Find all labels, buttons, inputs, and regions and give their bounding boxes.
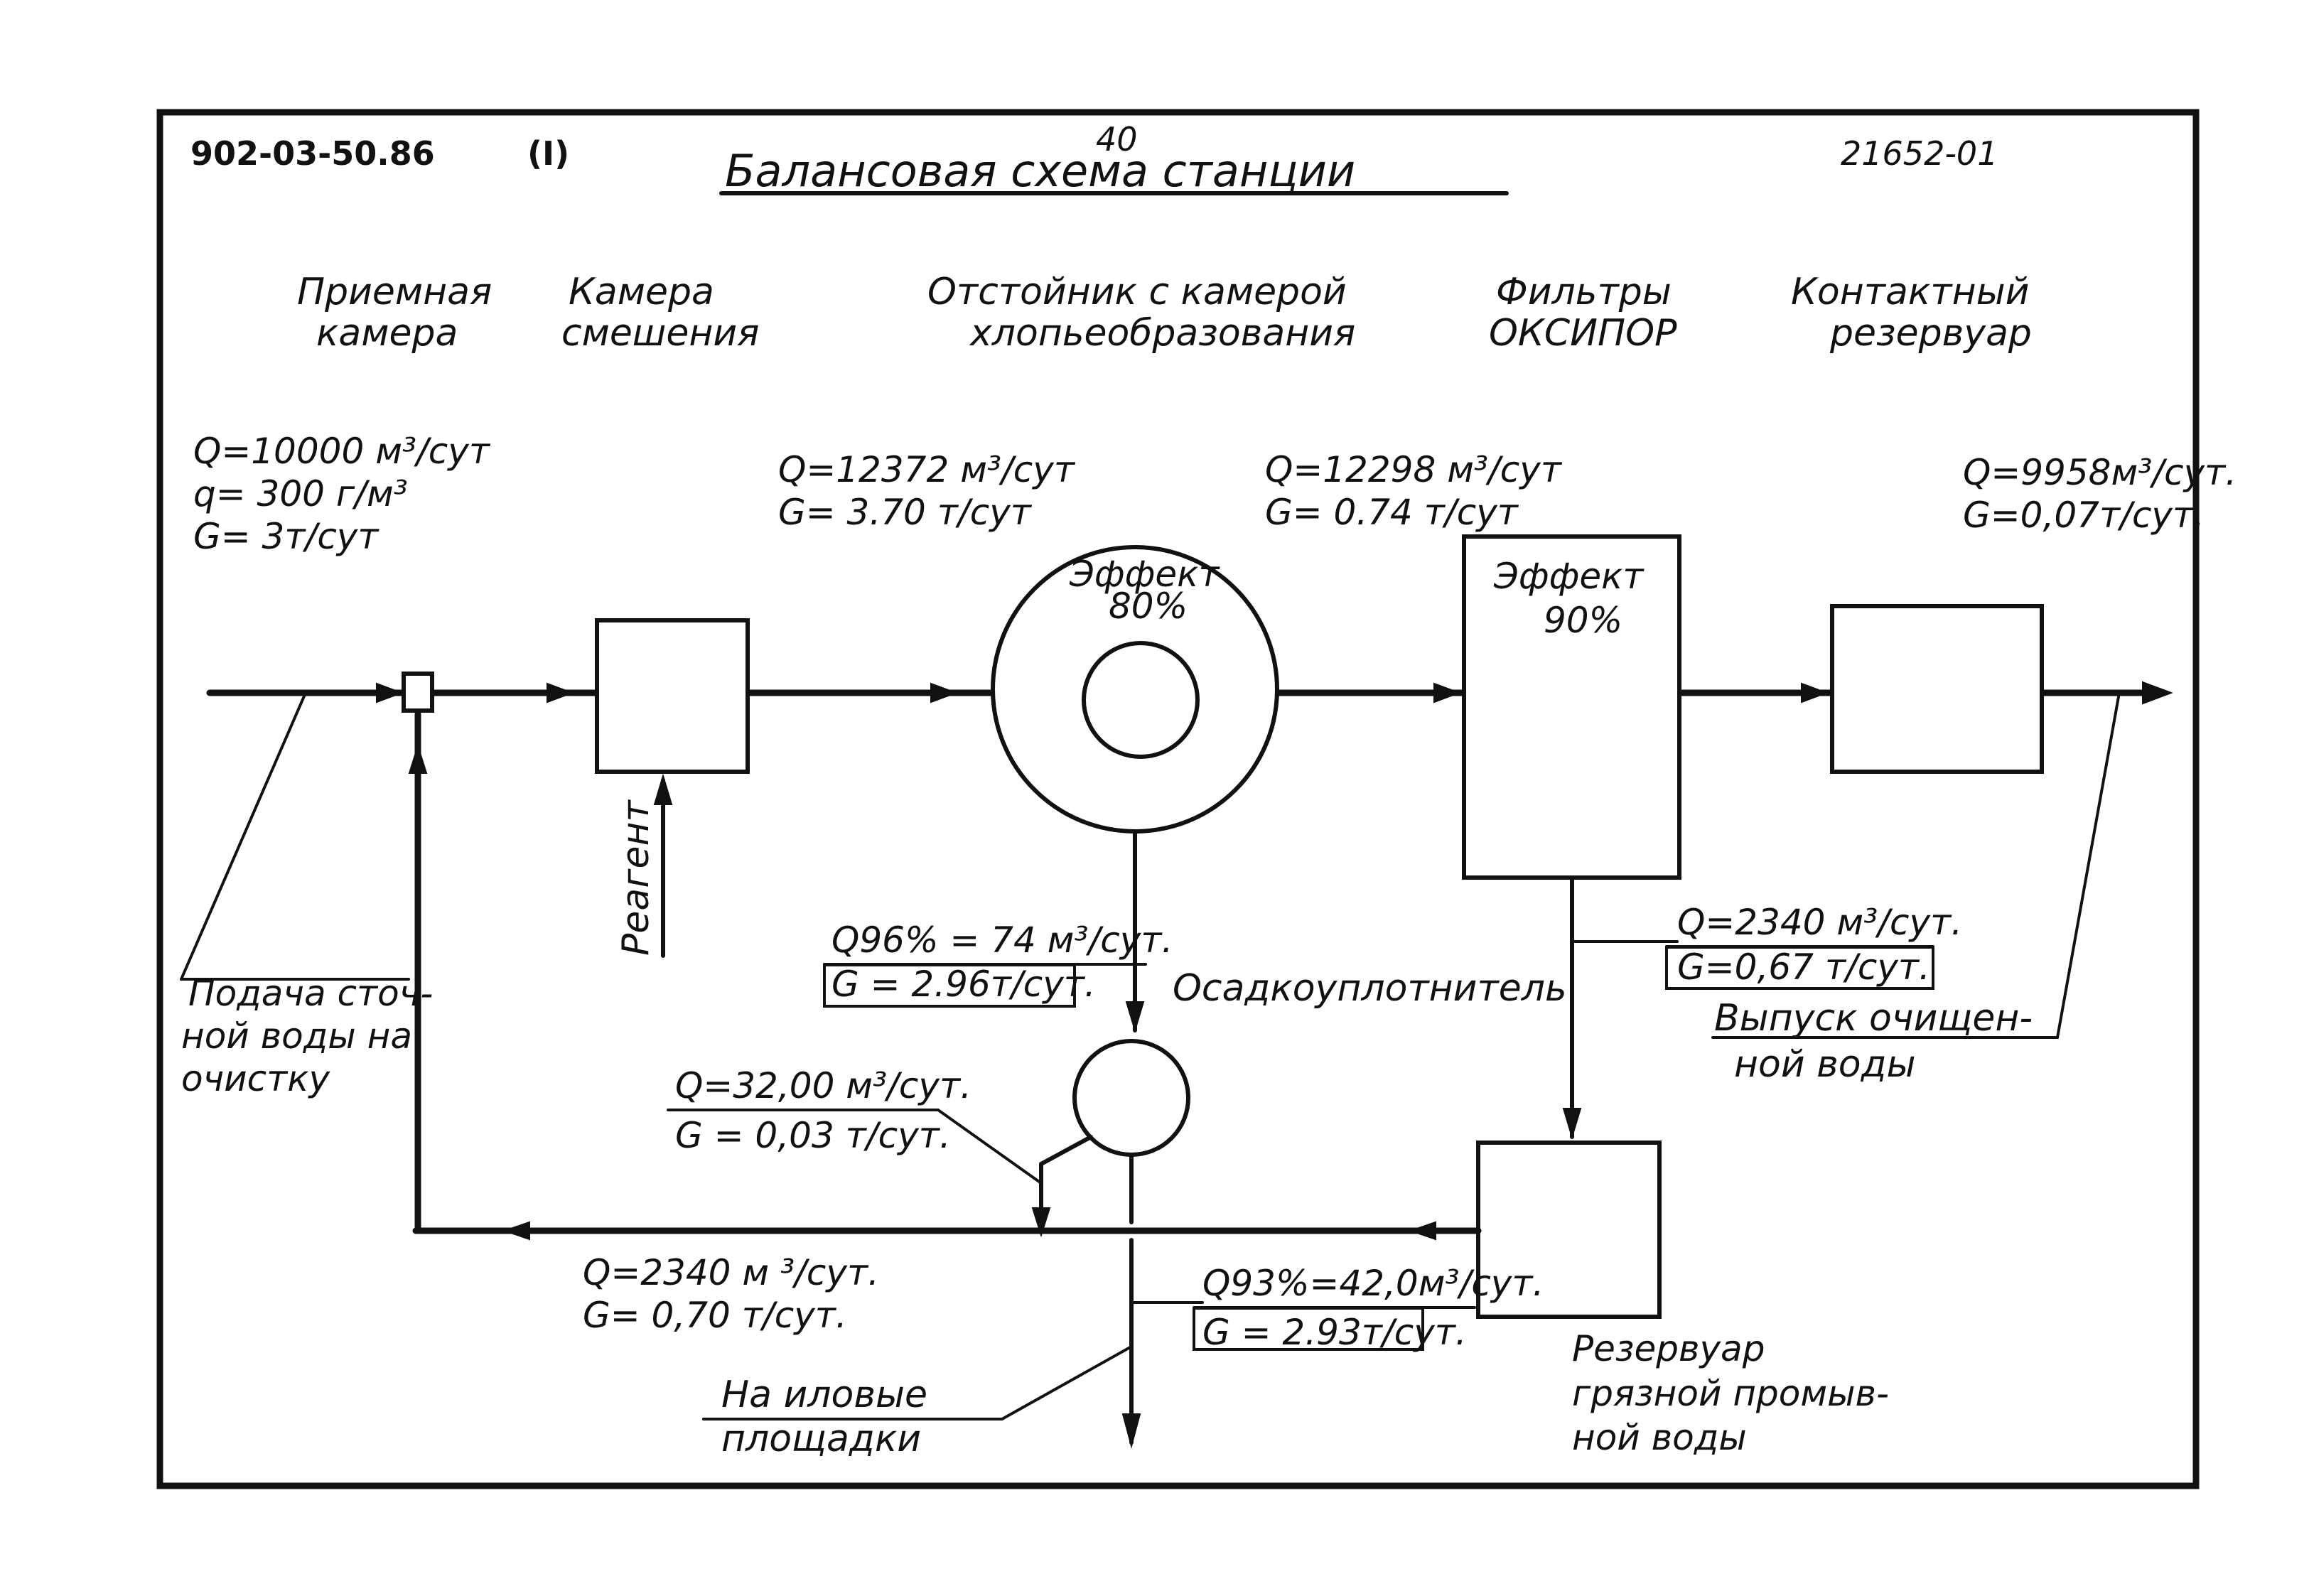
settler-effect-label: Эффект xyxy=(1069,554,1220,595)
filter-wash-g: G=0,67 т/сут. xyxy=(1677,947,1930,988)
unit-intake-line1: Приемная xyxy=(297,271,492,313)
filters-effect-label: Эффект xyxy=(1493,556,1645,597)
tank-sludge-g-box xyxy=(1193,1307,1424,1351)
supply-leader xyxy=(180,691,307,981)
sludge-beds-arrow xyxy=(1121,1413,1141,1449)
inflow-g: G= 3т/сут xyxy=(193,516,380,557)
unit-contact-line1: Контактный xyxy=(1791,271,2029,313)
thickener-return-leader xyxy=(937,1109,1043,1185)
thickener-return-g: G = 0,03 т/сут. xyxy=(675,1115,951,1156)
sludge-beds-line1: На иловые xyxy=(721,1374,927,1416)
thickener-return-q: Q=32,00 м³/сут. xyxy=(675,1065,971,1106)
filter-wash-arrow xyxy=(1562,1108,1582,1140)
outflow-g: G=0,07т/сут. xyxy=(1963,495,2205,536)
drawing-frame xyxy=(156,109,2200,1489)
dirty-tank-line1: Резервуар xyxy=(1572,1328,1765,1369)
thickener-return-arrow xyxy=(1031,1207,1051,1238)
dirty-tank-line2: грязной промыв- xyxy=(1572,1373,1889,1414)
filter-wash-q: Q=2340 м³/сут. xyxy=(1677,902,1962,943)
outflow-q: Q=9958м³/сут. xyxy=(1963,452,2237,493)
supply-line1: Подача сточ- xyxy=(188,973,433,1014)
sheet-mark: (I) xyxy=(527,134,569,173)
arrow-to-filters xyxy=(1433,682,1461,703)
unit-mixer-line2: смешения xyxy=(561,312,759,355)
recycle-riser-arrow xyxy=(408,743,428,774)
intake-chamber xyxy=(402,672,434,713)
doc-code: 902-03-50.86 xyxy=(190,134,435,173)
unit-settler-line1: Отстойник с камерой xyxy=(927,271,1347,313)
recycle-arrow-right xyxy=(1408,1221,1436,1241)
settler-sludge-g: G = 2.96т/сут. xyxy=(831,964,1096,1005)
arrow-to-settler xyxy=(930,682,958,703)
reagent-arrow xyxy=(653,773,673,805)
unit-filters-line2: ОКСИПОР xyxy=(1489,312,1677,355)
settler-inner-circle xyxy=(1082,641,1200,759)
filter-wash-g-box xyxy=(1665,946,1934,990)
sludge-beds-line2: площадки xyxy=(721,1418,921,1460)
sludge-beds-leader xyxy=(1001,1345,1133,1420)
unit-contact-line2: резервуар xyxy=(1829,312,2032,355)
inflow-conc: q= 300 г/м³ xyxy=(193,473,408,514)
unit-settler-line2: хлопьеобразования xyxy=(969,312,1355,355)
reagent-label: Реагент xyxy=(615,799,657,956)
thickener-return-diag xyxy=(1039,1135,1093,1166)
filters-effect-value: 90% xyxy=(1544,600,1622,641)
tank-sludge-g: G = 2.93т/сут. xyxy=(1202,1312,1467,1353)
diagram-title: Балансовая схема станции xyxy=(725,145,1355,197)
doc-number: 21652-01 xyxy=(1841,134,1998,173)
mixer-out-g: G= 3.70 т/сут xyxy=(778,492,1033,533)
inflow-q: Q=10000 м³/сут xyxy=(193,431,491,472)
dirty-tank-line3: ной воды xyxy=(1572,1417,1747,1458)
settler-sludge-g-box xyxy=(823,964,1076,1008)
arrow-outflow xyxy=(2142,681,2173,705)
supply-line2: ной воды на xyxy=(181,1015,412,1057)
discharge-line1: Выпуск очищен- xyxy=(1714,997,2033,1040)
unit-mixer-line1: Камера xyxy=(569,271,714,313)
settler-sludge-q: Q96% = 74 м³/сут. xyxy=(831,920,1173,961)
discharge-line2: ной воды xyxy=(1734,1043,1916,1086)
discharge-leader xyxy=(2056,691,2121,1039)
recycle-g: G= 0,70 т/сут. xyxy=(583,1295,847,1336)
settler-effect-value: 80% xyxy=(1109,586,1188,627)
mixer-out-q: Q=12372 м³/сут xyxy=(778,449,1076,490)
unit-filters-line1: Фильтры xyxy=(1496,271,1672,313)
arrow-to-contact xyxy=(1801,682,1829,703)
mixing-chamber xyxy=(595,618,750,774)
page-number: 40 xyxy=(1096,120,1138,158)
arrow-inflow xyxy=(376,682,404,703)
recycle-arrow-left xyxy=(502,1221,530,1241)
settler-sludge-arrow xyxy=(1125,1001,1145,1033)
recycle-q: Q=2340 м ³/сут. xyxy=(583,1252,879,1293)
contact-reservoir xyxy=(1830,604,2044,774)
thickener-label: Осадкоуплотнитель xyxy=(1173,967,1567,1010)
settler-out-g: G= 0.74 т/сут xyxy=(1265,492,1519,533)
arrow-to-mixer xyxy=(547,682,574,703)
unit-intake-line2: камера xyxy=(316,312,458,355)
settler-out-q: Q=12298 м³/сут xyxy=(1265,449,1563,490)
tank-sludge-q: Q93%=42,0м³/сут. xyxy=(1202,1263,1544,1304)
supply-line3: очистку xyxy=(181,1058,330,1099)
